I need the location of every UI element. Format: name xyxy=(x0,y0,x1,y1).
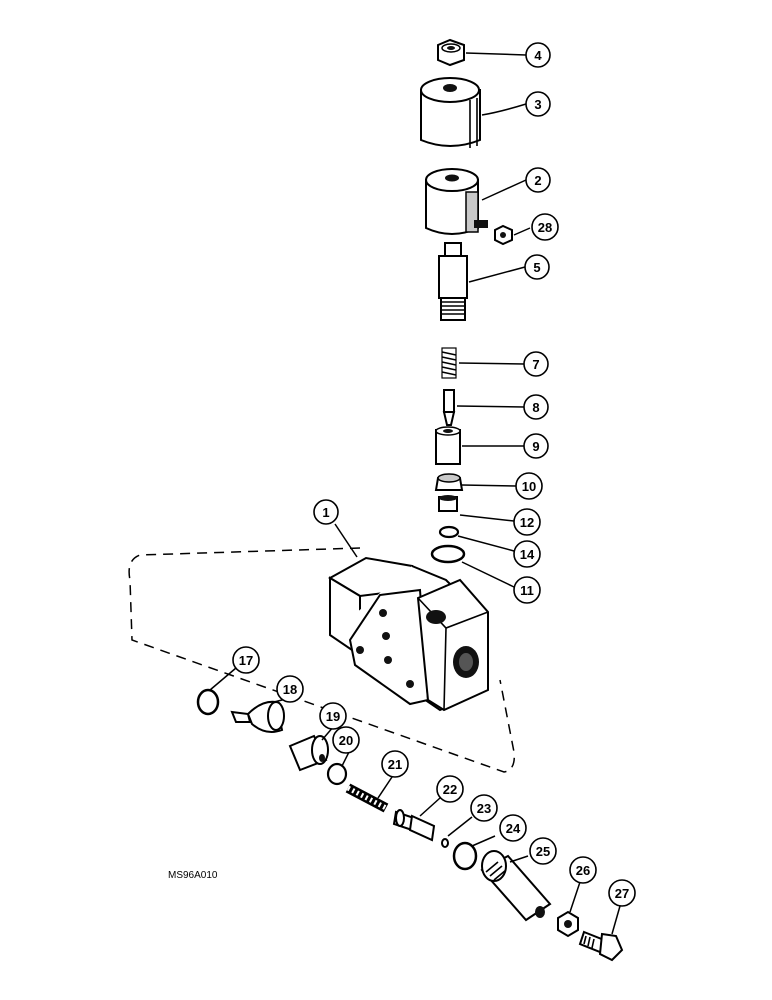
part-1-valve-body xyxy=(328,556,490,712)
part-7-spring xyxy=(441,347,457,379)
part-12-fitting xyxy=(438,495,458,512)
callout-20: 20 xyxy=(332,726,360,754)
part-23-ring xyxy=(441,838,449,848)
svg-text:26: 26 xyxy=(576,863,590,878)
svg-text:3: 3 xyxy=(534,97,541,112)
part-14-o-ring xyxy=(438,525,460,539)
svg-text:19: 19 xyxy=(326,709,340,724)
callout-25: 25 xyxy=(529,837,557,865)
svg-text:17: 17 xyxy=(239,653,253,668)
part-3-cap xyxy=(420,77,481,148)
leader-lines xyxy=(209,52,621,935)
callout-17: 17 xyxy=(232,646,260,674)
svg-text:27: 27 xyxy=(615,886,629,901)
callout-23: 23 xyxy=(470,794,498,822)
svg-text:28: 28 xyxy=(538,220,552,235)
callout-10: 10 xyxy=(515,472,543,500)
callout-8: 8 xyxy=(523,394,549,420)
callout-12: 12 xyxy=(513,508,541,536)
svg-text:10: 10 xyxy=(522,479,536,494)
callout-26: 26 xyxy=(569,856,597,884)
callout-27: 27 xyxy=(608,879,636,907)
part-20-o-ring xyxy=(326,762,348,786)
part-28-small-nut xyxy=(494,224,513,246)
callout-5: 5 xyxy=(524,254,550,280)
callout-3: 3 xyxy=(525,91,551,117)
svg-text:18: 18 xyxy=(283,682,297,697)
part-25-plug xyxy=(480,850,552,922)
callout-22: 22 xyxy=(436,775,464,803)
group-dashed-outline xyxy=(128,547,516,773)
svg-text:11: 11 xyxy=(520,583,534,598)
svg-text:22: 22 xyxy=(443,782,457,797)
part-27-bolt xyxy=(578,930,624,962)
part-19-spool xyxy=(288,734,329,772)
part-9-sleeve xyxy=(435,426,461,465)
part-10-seat xyxy=(434,473,464,491)
callout-4: 4 xyxy=(525,42,551,68)
part-21-spring xyxy=(345,783,389,813)
callout-7: 7 xyxy=(523,351,549,377)
callout-14: 14 xyxy=(513,540,541,568)
part-17-o-ring xyxy=(196,688,220,716)
part-8-plunger xyxy=(442,389,456,426)
part-22-stem xyxy=(392,809,436,842)
svg-text:7: 7 xyxy=(532,357,539,372)
part-5-solenoid-tube xyxy=(438,242,468,321)
callout-24: 24 xyxy=(499,814,527,842)
svg-text:21: 21 xyxy=(388,757,402,772)
svg-text:5: 5 xyxy=(533,260,540,275)
svg-text:4: 4 xyxy=(534,48,542,63)
part-24-o-ring xyxy=(452,841,478,871)
part-11-o-ring xyxy=(430,544,466,564)
callout-2: 2 xyxy=(525,167,551,193)
svg-text:8: 8 xyxy=(532,400,539,415)
part-26-nut xyxy=(557,910,579,938)
part-4-nut xyxy=(437,38,465,67)
svg-text:2: 2 xyxy=(534,173,541,188)
callout-21: 21 xyxy=(381,750,409,778)
callout-28: 28 xyxy=(531,213,559,241)
callout-11: 11 xyxy=(513,576,541,604)
svg-text:24: 24 xyxy=(506,821,521,836)
callout-1: 1 xyxy=(313,499,339,525)
svg-text:9: 9 xyxy=(532,439,539,454)
svg-text:20: 20 xyxy=(339,733,353,748)
callout-18: 18 xyxy=(276,675,304,703)
part-2-solenoid-coil xyxy=(425,168,488,235)
svg-text:23: 23 xyxy=(477,801,491,816)
callout-19: 19 xyxy=(319,702,347,730)
part-18-poppet xyxy=(230,700,285,733)
svg-text:12: 12 xyxy=(520,515,534,530)
svg-text:25: 25 xyxy=(536,844,550,859)
callout-9: 9 xyxy=(523,433,549,459)
svg-text:1: 1 xyxy=(322,505,329,520)
svg-text:14: 14 xyxy=(520,547,535,562)
drawing-code: MS96A010 xyxy=(168,870,218,881)
